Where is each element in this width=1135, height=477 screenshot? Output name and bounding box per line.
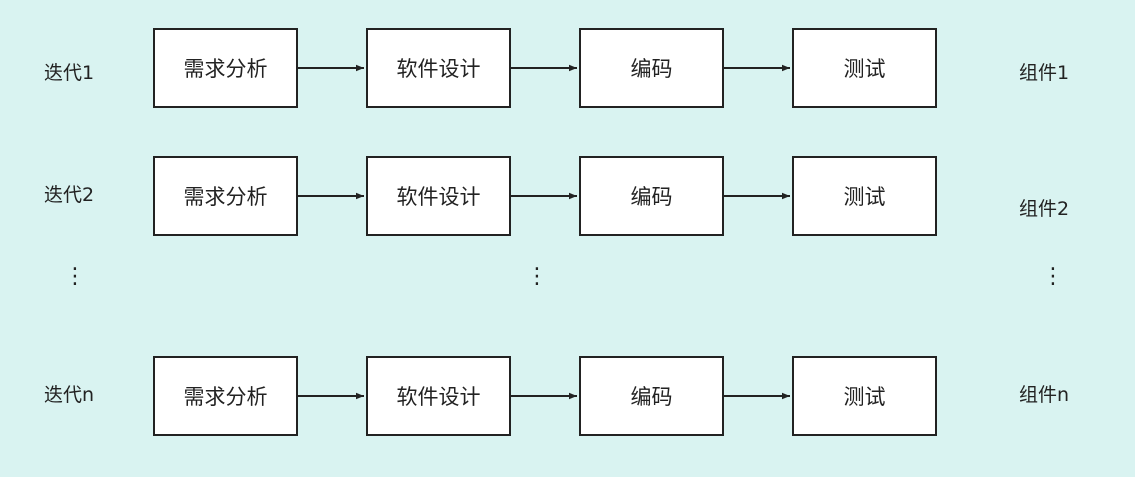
step-box-design-2: 软件设计 [366,156,511,236]
row-label-n: 迭代n [44,384,95,406]
step-box-coding-n: 编码 [579,356,724,436]
step-box-testing-1: 测试 [792,28,937,108]
component-label-1: 组件1 [1019,62,1070,84]
component-label-2: 组件2 [1019,198,1070,220]
ellipsis-middle: ⋮ [526,264,548,289]
step-box-design-n: 软件设计 [366,356,511,436]
step-box-testing-n: 测试 [792,356,937,436]
ellipsis-left: ⋮ [64,264,86,289]
component-label-n: 组件n [1019,384,1070,406]
step-box-requirements-2: 需求分析 [153,156,298,236]
step-box-coding-2: 编码 [579,156,724,236]
step-box-testing-2: 测试 [792,156,937,236]
step-box-coding-1: 编码 [579,28,724,108]
step-box-requirements-1: 需求分析 [153,28,298,108]
ellipsis-right: ⋮ [1042,264,1064,289]
row-label-1: 迭代1 [44,62,95,84]
row-label-2: 迭代2 [44,184,95,206]
step-box-design-1: 软件设计 [366,28,511,108]
step-box-requirements-n: 需求分析 [153,356,298,436]
